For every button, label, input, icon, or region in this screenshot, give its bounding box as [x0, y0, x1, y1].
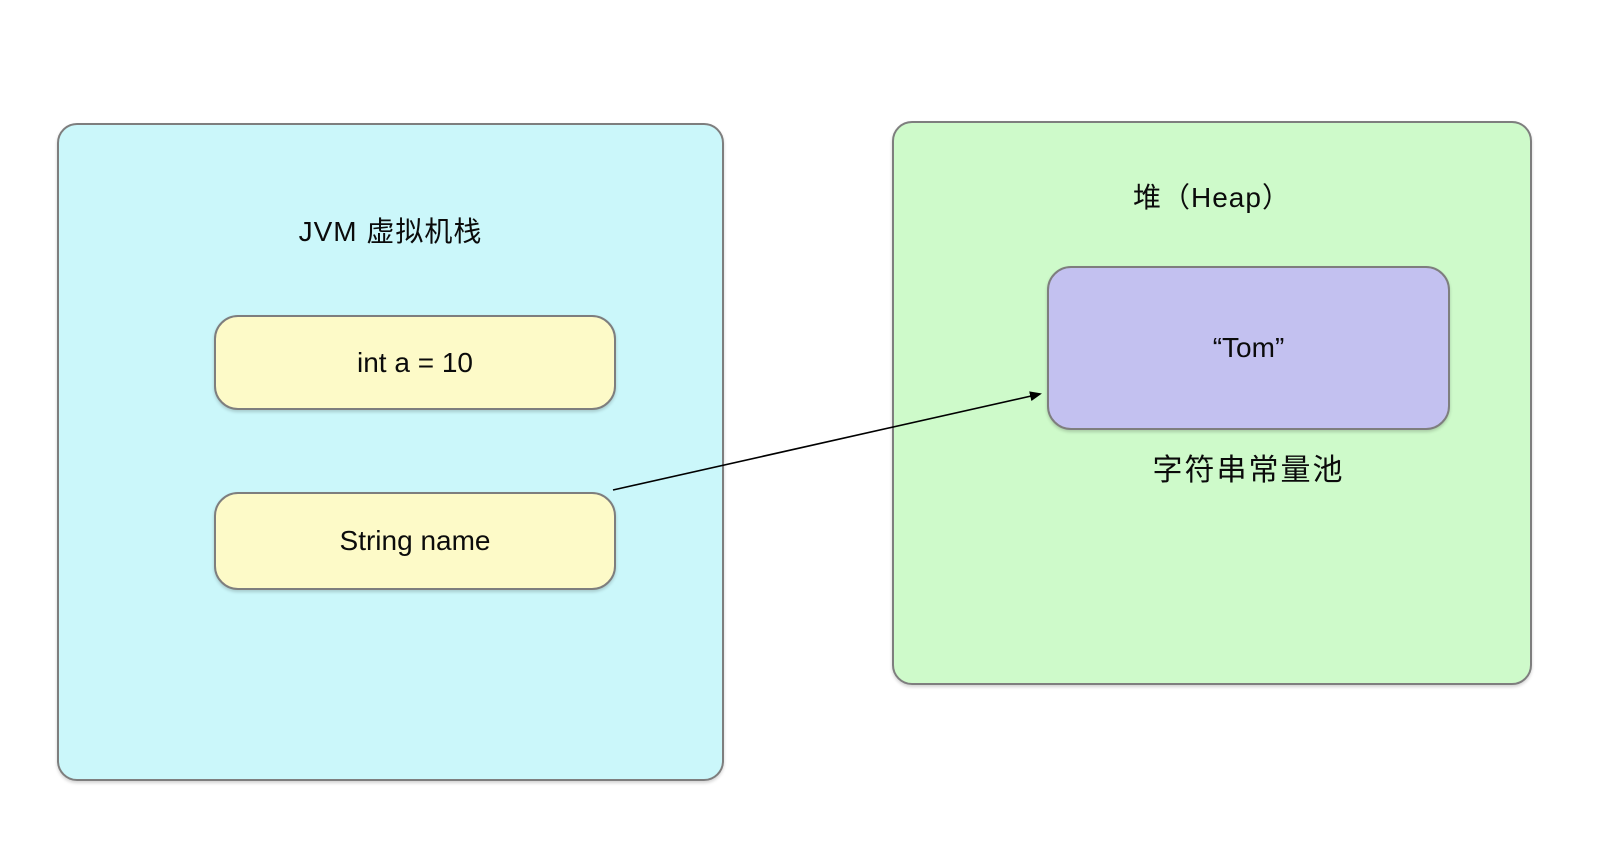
string-constant-pool-label: 字符串常量池	[1152, 454, 1345, 487]
variable-box-string-name-label: String name	[339, 525, 491, 556]
variable-box-int-a: int a = 10	[214, 315, 616, 410]
jvm-stack-container: JVM 虚拟机栈 int a = 10 String name	[57, 123, 724, 781]
heap-container: 堆（Heap） “Tom” 字符串常量池	[892, 121, 1532, 685]
jvm-stack-title: JVM 虚拟机栈	[298, 216, 483, 247]
variable-box-int-a-label: int a = 10	[357, 346, 473, 378]
string-object-box-tom: “Tom”	[1047, 266, 1450, 430]
string-object-box-tom-label: “Tom”	[1212, 332, 1285, 363]
heap-title: 堆（Heap）	[1133, 182, 1291, 213]
variable-box-string-name: String name	[214, 492, 616, 590]
